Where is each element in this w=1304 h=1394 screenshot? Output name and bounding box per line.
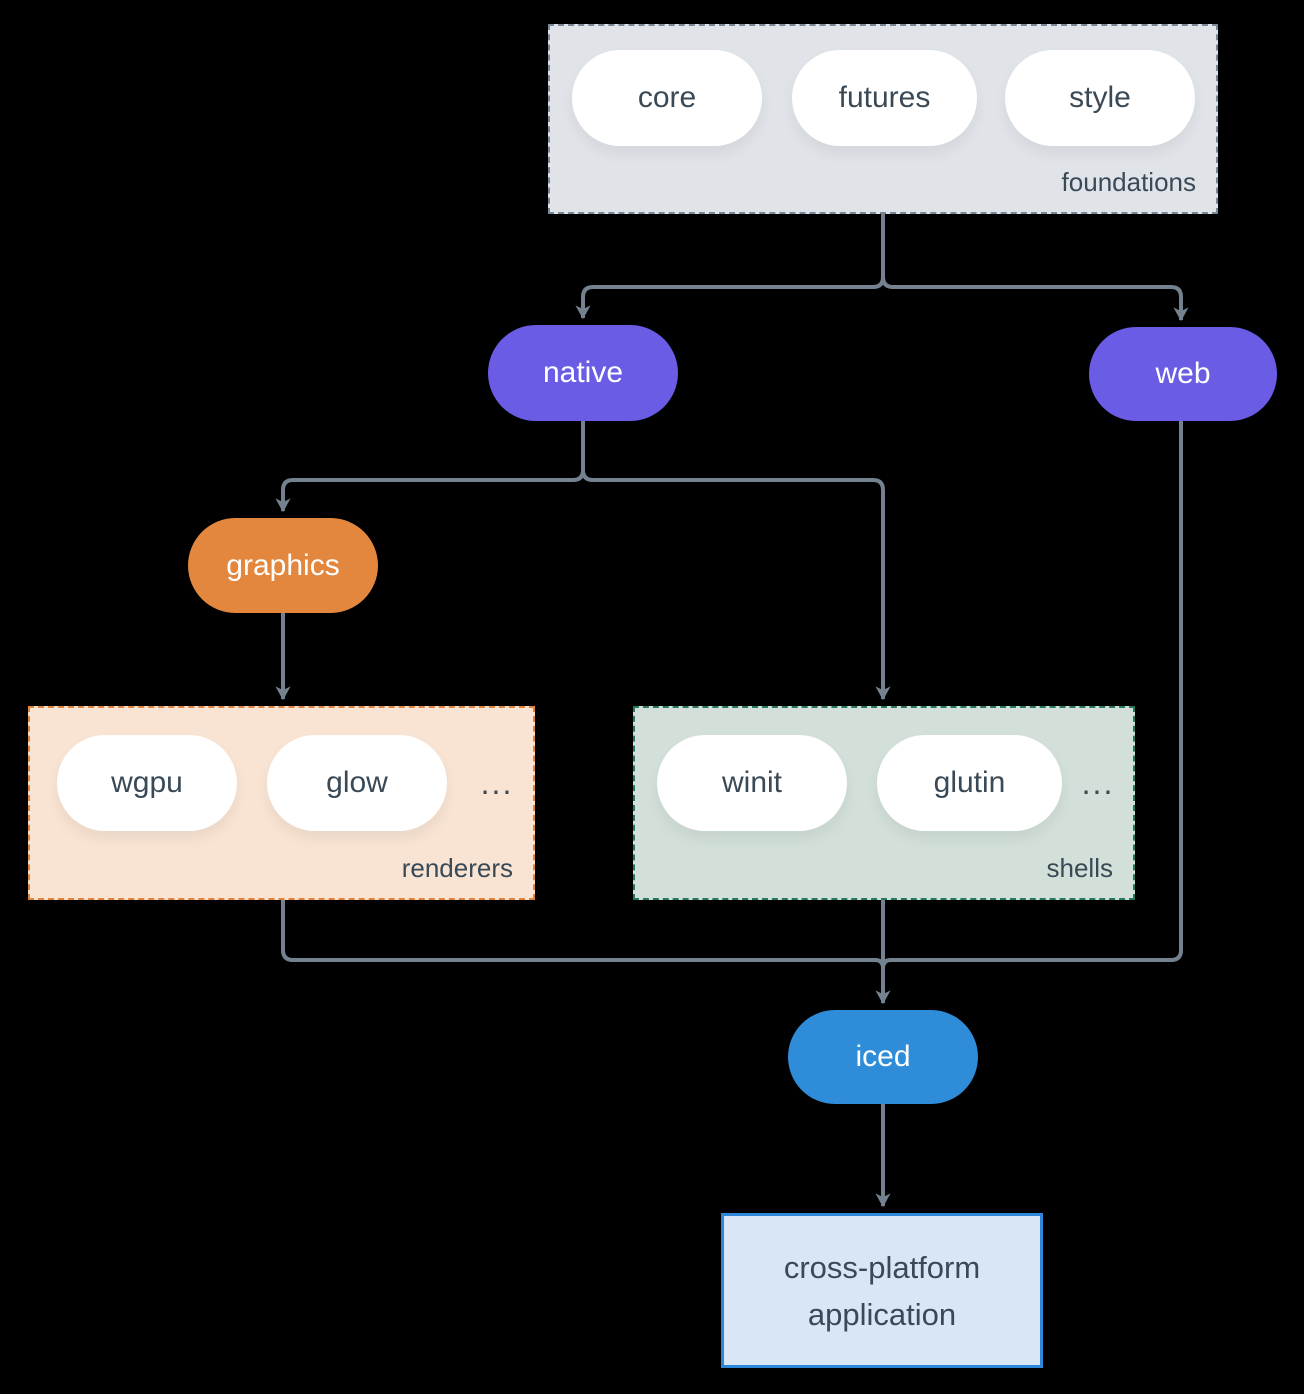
pill-glutin: glutin	[877, 735, 1062, 831]
edge-renderers-to-merge	[281, 900, 885, 969]
edge-foundations-to-native	[575, 276, 885, 320]
pill-futures: futures	[792, 50, 977, 146]
renderers-ellipsis: ...	[480, 764, 514, 801]
group-renderers-label: renderers	[401, 853, 513, 883]
pill-core: core	[572, 50, 762, 146]
group-shells: winit glutin ... shells	[633, 706, 1135, 900]
pill-glow: glow	[267, 735, 447, 831]
node-web: web	[1089, 327, 1277, 421]
node-iced: iced	[788, 1010, 978, 1104]
app-label-line2: application	[807, 1296, 957, 1332]
group-renderers: wgpu glow ... renderers	[28, 706, 535, 900]
pill-glutin-label: glutin	[933, 766, 1006, 799]
pill-glow-label: glow	[326, 766, 388, 799]
pill-style: style	[1005, 50, 1195, 146]
node-iced-label: iced	[855, 1040, 911, 1073]
group-foundations-label: foundations	[1061, 167, 1196, 197]
pill-futures-label: futures	[838, 81, 931, 114]
node-native-label: native	[542, 356, 624, 389]
node-web-label: web	[1155, 357, 1211, 390]
edge-foundations-to-web	[881, 276, 1189, 322]
edge-native-to-shells	[581, 469, 891, 701]
edge-native-to-graphics	[275, 469, 585, 513]
node-cross-platform-application: cross-platform application	[721, 1213, 1043, 1368]
pill-winit: winit	[657, 735, 847, 831]
pill-winit-label: winit	[721, 766, 782, 799]
node-graphics: graphics	[188, 518, 378, 613]
pill-core-label: core	[637, 81, 697, 114]
group-foundations: core futures style foundations	[548, 24, 1218, 214]
app-label-line1: cross-platform	[783, 1249, 981, 1285]
node-native: native	[488, 325, 678, 421]
node-graphics-label: graphics	[226, 548, 340, 582]
pill-wgpu: wgpu	[57, 735, 237, 831]
shells-ellipsis: ...	[1081, 764, 1115, 801]
group-shells-label: shells	[1046, 853, 1113, 883]
pill-style-label: style	[1069, 81, 1131, 114]
pill-wgpu-label: wgpu	[111, 766, 183, 799]
